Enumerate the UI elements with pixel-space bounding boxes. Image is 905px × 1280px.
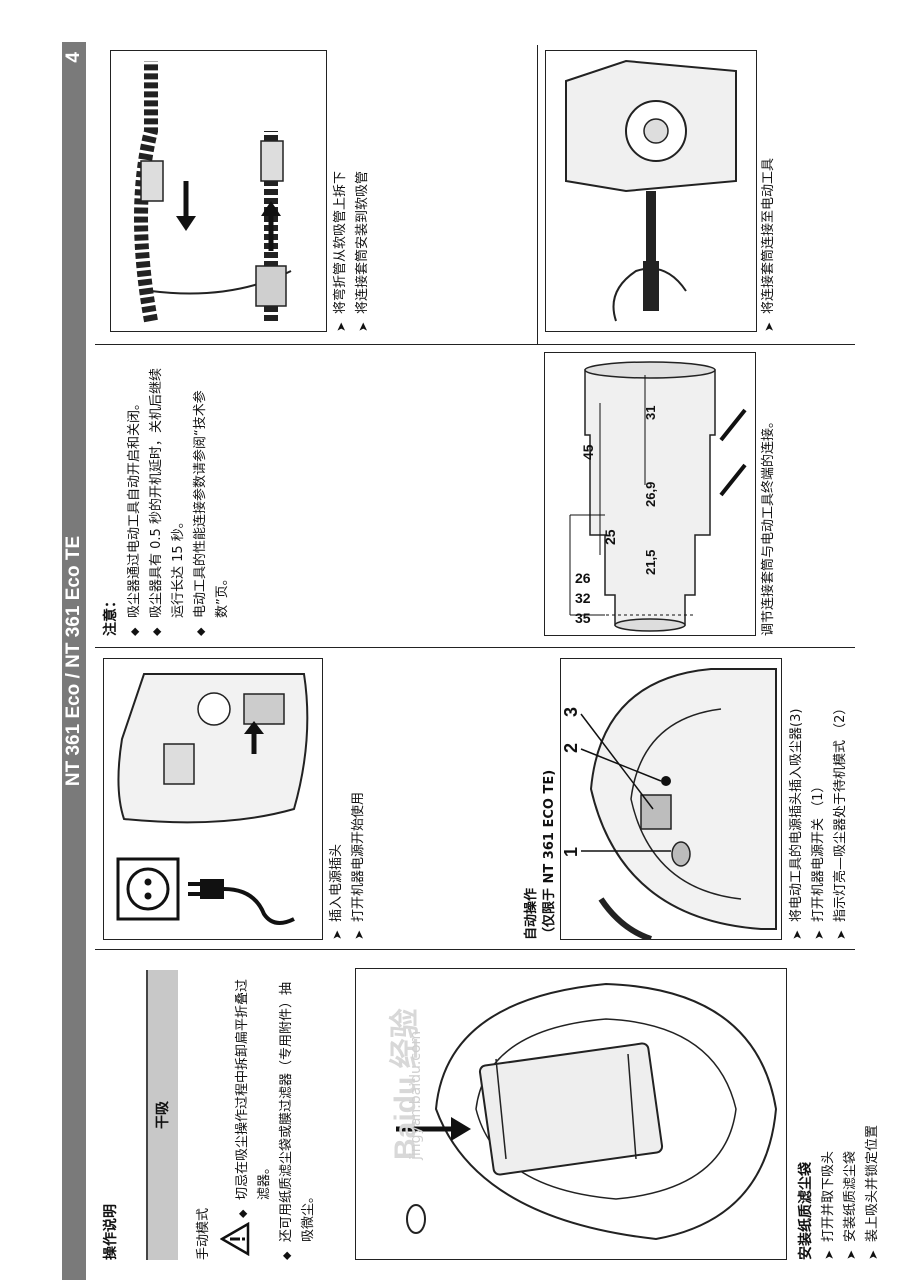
step-item: 指示灯亮—吸尘器处于待机模式 （2） (830, 660, 852, 940)
dim-45: 45 (580, 444, 596, 460)
section-divider (537, 45, 538, 345)
page-title: NT 361 Eco / NT 361 Eco TE (63, 535, 84, 787)
header-banner: NT 361 Eco / NT 361 Eco TE 4 (62, 42, 86, 1280)
notes-list: 吸尘器通过电动工具自动开启和关闭。 吸尘器具有 0.5 秒的开机延时，关机后继续… (124, 356, 234, 636)
step-item: 安装纸质滤尘袋 (840, 970, 862, 1260)
section-heading: 操作说明 (103, 1204, 119, 1260)
auto-steps: 将电动工具的电源插头插入吸尘器(3) 打开机器电源开关 （1） 指示灯亮—吸尘器… (786, 660, 852, 940)
note-item: 吸尘器通过电动工具自动开启和关闭。 (124, 356, 146, 636)
column-divider-1 (95, 949, 855, 950)
power-plug-illustration (103, 658, 323, 940)
warning-item: 切忌在吸尘操作过程中拆卸扁平折叠过滤器。 (232, 975, 276, 1218)
dim-25: 25 (602, 529, 618, 545)
callout-2: 2 (561, 743, 581, 753)
step-item: 插入电源插头 (326, 660, 348, 940)
adapter-dimensions-illustration: 35 32 26 21,5 26,9 31 25 45 (544, 352, 756, 636)
dim-31: 31 (643, 406, 658, 420)
power-steps: 插入电源插头 打开机器电源开始使用 (326, 660, 370, 940)
hose-adapter-illustration (110, 50, 327, 332)
step-item: 打开机器电源开始使用 (348, 660, 370, 940)
note-item: 吸尘器具有 0.5 秒的开机延时，关机后继续运行长达 15 秒。 (146, 356, 190, 636)
auto-subheading: （仅限于 NT 361 ECO TE) (542, 769, 557, 940)
warning-list: 切忌在吸尘操作过程中拆卸扁平折叠过滤器。 还可用纸质滤尘袋或膜过滤器（专用附件）… (232, 975, 320, 1260)
bag-heading: 安装纸质滤尘袋 (798, 1162, 814, 1260)
dim-26-9: 26,9 (643, 482, 658, 507)
note-item: 电动工具的性能连接参数请参阅“技术参数”页。 (190, 356, 234, 636)
auto-heading: 自动操作 (524, 887, 539, 940)
page-number: 4 (63, 52, 84, 63)
column-divider-2 (95, 647, 855, 648)
tool-connection-illustration (545, 50, 757, 332)
bag-steps: 打开并取下吸头 安装纸质滤尘袋 装上吸头并锁定位置 (818, 970, 884, 1260)
callout-3: 3 (561, 707, 581, 717)
dim-32: 32 (575, 590, 591, 606)
callout-1: 1 (561, 847, 581, 857)
watermark-url: jingyan.baidu.com (408, 1030, 424, 1160)
step-item: 将连接套筒安装到软吸管 (352, 52, 374, 332)
step-item: 装上吸头并锁定位置 (862, 970, 884, 1260)
step-item: 打开并取下吸头 (818, 970, 840, 1260)
dim-26-outer: 26 (575, 570, 591, 586)
manual-mode-label: 手动模式 (196, 1207, 211, 1260)
column-divider-3 (95, 344, 855, 345)
dim-35: 35 (575, 610, 591, 626)
step-item: 将连接套筒连接至电动工具 (758, 52, 780, 332)
warning-icon (219, 1221, 254, 1257)
bar-label: 干吸 (155, 1101, 171, 1129)
paper-bag-illustration (355, 968, 787, 1260)
tool-steps: 将连接套筒连接至电动工具 (758, 52, 780, 332)
note-title: 注意： (103, 594, 119, 636)
step-item: 将电动工具的电源插头插入吸尘器(3) (786, 660, 808, 940)
step-item: 打开机器电源开关 （1） (808, 660, 830, 940)
hose-steps: 将弯折管从软吸管上拆下 将连接套筒安装到软吸管 (330, 52, 374, 332)
warning-item: 还可用纸质滤尘袋或膜过滤器（专用附件）抽吸微尘。 (276, 975, 320, 1260)
adapter-caption: 调节连接套筒与电动工具终端的连接。 (761, 414, 776, 636)
dry-vacuum-bar: 干吸 (146, 970, 178, 1260)
tool-outlet-illustration: 1 2 3 (560, 658, 782, 942)
dim-21-5: 21,5 (643, 550, 658, 575)
step-item: 将弯折管从软吸管上拆下 (330, 52, 352, 332)
